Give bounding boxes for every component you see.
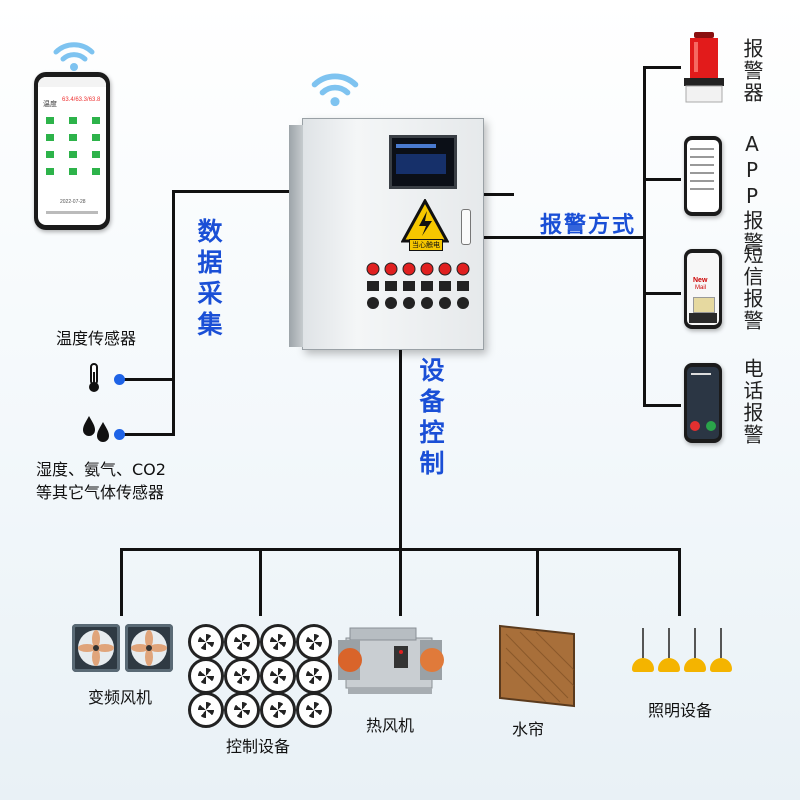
line-collect-top bbox=[172, 190, 302, 193]
temp-sensor-label: 温度传感器 bbox=[56, 329, 137, 348]
line-alarm-vertical bbox=[643, 66, 646, 406]
heater-icon bbox=[338, 627, 444, 694]
line-drop-control bbox=[259, 548, 262, 616]
phone-app-grid bbox=[46, 117, 100, 175]
call-alarm-phone bbox=[684, 363, 722, 443]
temp-sensor-dot bbox=[114, 374, 125, 385]
mail-icon bbox=[693, 297, 715, 313]
line-sensor-gas bbox=[122, 433, 174, 436]
vfd-fan-label: 变频风机 bbox=[88, 688, 153, 707]
line-drop-fan bbox=[120, 548, 123, 616]
gas-sensor-label-1: 湿度、氨气、CO2 bbox=[36, 460, 166, 479]
monitoring-phone: 温度 63.4/63.3/63.8 2022-07-28 bbox=[34, 72, 110, 230]
cabinet-buttons bbox=[366, 262, 470, 309]
lighting-icon bbox=[632, 628, 732, 684]
line-control-main bbox=[399, 348, 402, 550]
phone-date: 2022-07-28 bbox=[60, 199, 86, 205]
line-drop-curtain bbox=[536, 548, 539, 616]
line-alarm-2 bbox=[643, 178, 681, 181]
water-curtain-label: 水帘 bbox=[512, 720, 545, 739]
gas-sensor-label-2: 等其它气体传感器 bbox=[36, 483, 165, 502]
phone-alarm-label: 电话报警 bbox=[740, 358, 764, 446]
siren-icon bbox=[684, 32, 724, 103]
app-alarm-phone bbox=[684, 136, 722, 216]
sms-alarm-label: 短信报警 bbox=[740, 244, 764, 332]
cabinet-handle bbox=[461, 209, 471, 245]
line-sensor-temp bbox=[122, 378, 174, 381]
wifi-icon bbox=[311, 73, 359, 107]
water-drops-icon bbox=[83, 416, 109, 442]
line-alarm-3 bbox=[643, 292, 681, 295]
data-collection-label: 数据采集 bbox=[194, 218, 223, 342]
sms-mail-text: Mail bbox=[695, 285, 707, 291]
vfd-fan-icon bbox=[125, 624, 173, 672]
alarm-methods-label: 报警方式 bbox=[540, 213, 637, 238]
vfd-fan-icon bbox=[72, 624, 120, 672]
line-alarm-main bbox=[482, 236, 645, 239]
accept-call-icon bbox=[706, 421, 716, 431]
wifi-icon bbox=[53, 42, 95, 71]
phone-temp-label: 温度 bbox=[43, 101, 57, 108]
control-device-label: 控制设备 bbox=[226, 737, 291, 756]
water-curtain-icon bbox=[499, 624, 575, 708]
line-alarm-1 bbox=[643, 66, 681, 69]
thermometer-icon bbox=[89, 363, 99, 392]
app-alarm-label: APP报警 bbox=[740, 132, 764, 254]
heater-label: 热风机 bbox=[366, 716, 415, 735]
line-alarm-stub bbox=[482, 193, 514, 196]
phone-reading: 63.4/63.3/63.8 bbox=[62, 97, 101, 103]
sms-alarm-phone: New Mail bbox=[684, 249, 722, 329]
cabinet-display bbox=[389, 135, 457, 189]
warning-label: 当心触电 bbox=[409, 239, 443, 251]
device-control-label: 设备控制 bbox=[416, 357, 445, 481]
line-drop-heater bbox=[399, 548, 402, 616]
control-cabinet: 当心触电 bbox=[289, 118, 484, 350]
line-collect-main bbox=[172, 190, 175, 436]
control-device-icon bbox=[188, 624, 332, 728]
line-drop-lighting bbox=[678, 548, 681, 616]
decline-call-icon bbox=[690, 421, 700, 431]
line-alarm-4 bbox=[643, 404, 681, 407]
lighting-label: 照明设备 bbox=[648, 701, 713, 720]
siren-label: 报警器 bbox=[740, 38, 764, 104]
sms-new-text: New bbox=[693, 277, 708, 284]
warning-icon bbox=[401, 199, 449, 243]
gas-sensor-dot bbox=[114, 429, 125, 440]
